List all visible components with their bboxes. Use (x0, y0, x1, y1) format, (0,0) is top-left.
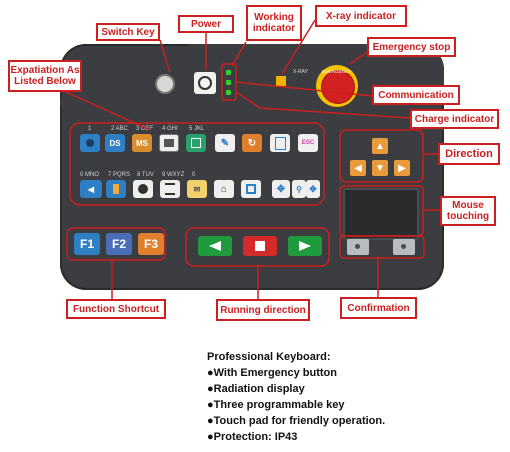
key-label: 9 WXYZ (162, 172, 185, 178)
f1-key[interactable]: F1 (74, 233, 100, 255)
label-direction: Direction (438, 143, 500, 165)
key-home[interactable]: ⌂ (214, 180, 234, 198)
direction-down-button[interactable]: ▼ (372, 160, 388, 176)
key-document[interactable] (270, 134, 290, 152)
touchpad[interactable] (343, 188, 419, 240)
key-label: 0 (192, 172, 196, 178)
label-emergency-stop: Emergency stop (367, 37, 456, 57)
label-confirmation: Confirmation (340, 297, 417, 319)
key-esc[interactable]: ESC (298, 134, 318, 152)
feature-item: ●Protection: IP43 (207, 431, 298, 443)
key-0[interactable]: ✉ (187, 180, 207, 198)
feature-item: ●Radiation display (207, 383, 305, 395)
xray-indicator-light (276, 76, 286, 86)
run-forward-button[interactable] (288, 236, 322, 256)
left-arrow-icon: ◀ (87, 184, 95, 194)
communication-led (226, 80, 231, 85)
key-2[interactable]: DS (105, 134, 125, 152)
key-label: 5 JKL (189, 126, 205, 132)
key-4[interactable] (159, 134, 179, 152)
key-pan[interactable]: ✥ (306, 180, 320, 198)
arrow-up-icon: ▲ (375, 140, 385, 152)
key-label: 2 ABC (111, 126, 129, 132)
key-label: 1 (88, 126, 92, 132)
key-8-icon (138, 184, 148, 194)
key-8[interactable] (133, 180, 153, 198)
key-9-icon (165, 183, 175, 195)
label-expatiation: Expatiation As Listed Below (8, 60, 82, 92)
direction-up-button[interactable]: ▲ (372, 138, 388, 154)
label-mouse-touching: Mouse touching (440, 196, 496, 226)
window-icon (246, 184, 256, 194)
arrow-left-icon: ◀ (354, 162, 362, 174)
pencil-icon: ✎ (220, 137, 230, 149)
key-label: 8 TUV (137, 172, 154, 178)
key-left-arrow[interactable]: ◀ (80, 180, 102, 198)
emergency-stop-cap (321, 70, 355, 104)
power-button[interactable] (194, 72, 216, 94)
esc-label: ESC (301, 140, 315, 146)
key-label: 4 GHI (162, 126, 178, 132)
emergency-stop-button[interactable] (316, 65, 358, 107)
touchpad-right-button[interactable] (393, 239, 415, 255)
label-xray-indicator: X-ray indicator (315, 5, 407, 27)
play-right-icon (299, 241, 311, 251)
key-label: 0 MNO (80, 172, 100, 178)
touchpad-left-button[interactable] (347, 239, 369, 255)
refresh-icon: ↻ (247, 137, 257, 149)
key-5[interactable] (186, 134, 206, 152)
feature-item: ●Three programmable key (207, 399, 345, 411)
label-charge-indicator: Charge indicator (410, 109, 499, 129)
arrow-down-icon: ▼ (375, 162, 385, 174)
key-refresh[interactable]: ↻ (242, 134, 262, 152)
working-indicator-led (226, 70, 231, 75)
key-zoom[interactable]: ⚲ (292, 180, 306, 198)
key-1[interactable] (80, 134, 100, 152)
label-communication: Communication (372, 85, 460, 105)
key-label: 3 DEF (136, 126, 154, 132)
key-7[interactable] (106, 180, 126, 198)
direction-right-button[interactable]: ▶ (394, 160, 410, 176)
run-backward-button[interactable] (198, 236, 232, 256)
move-icon: ✥ (276, 183, 286, 195)
zoom-icon: ⚲ (296, 184, 302, 194)
key-move[interactable]: ✥ (272, 180, 290, 198)
label-power: Power (178, 15, 234, 33)
charge-indicator-led (226, 90, 231, 95)
key-0-icon: ✉ (193, 184, 201, 194)
label-switch-key: Switch Key (96, 23, 160, 41)
run-stop-button[interactable] (243, 236, 277, 256)
key-label: 7 PQRS (108, 172, 131, 178)
play-left-icon (209, 241, 221, 251)
f2-key[interactable]: F2 (106, 233, 132, 255)
direction-left-button[interactable]: ◀ (350, 160, 366, 176)
power-icon (198, 76, 212, 90)
feature-item: ●With Emergency button (207, 367, 337, 379)
key-3[interactable]: MS (132, 134, 152, 152)
feature-item: ●Touch pad for friendly operation. (207, 415, 386, 427)
stop-icon (255, 241, 265, 251)
switch-key[interactable] (155, 74, 175, 94)
label-running-direction: Running direction (216, 299, 310, 321)
document-icon (274, 136, 286, 150)
key-9[interactable] (160, 180, 180, 198)
key-7-icon (113, 184, 119, 194)
label-working-indicator: Working indicator (246, 5, 302, 41)
key-4-icon (164, 139, 174, 147)
key-5-icon (191, 138, 201, 148)
key-1-icon (86, 139, 94, 147)
key-window[interactable] (241, 180, 261, 198)
features-title: Professional Keyboard: (207, 351, 331, 363)
home-icon: ⌂ (220, 183, 228, 195)
pan-icon: ✥ (309, 183, 317, 194)
f3-key[interactable]: F3 (138, 233, 164, 255)
key-edit[interactable]: ✎ (215, 134, 235, 152)
arrow-right-icon: ▶ (398, 162, 406, 174)
label-function-shortcut: Function Shortcut (66, 299, 166, 319)
